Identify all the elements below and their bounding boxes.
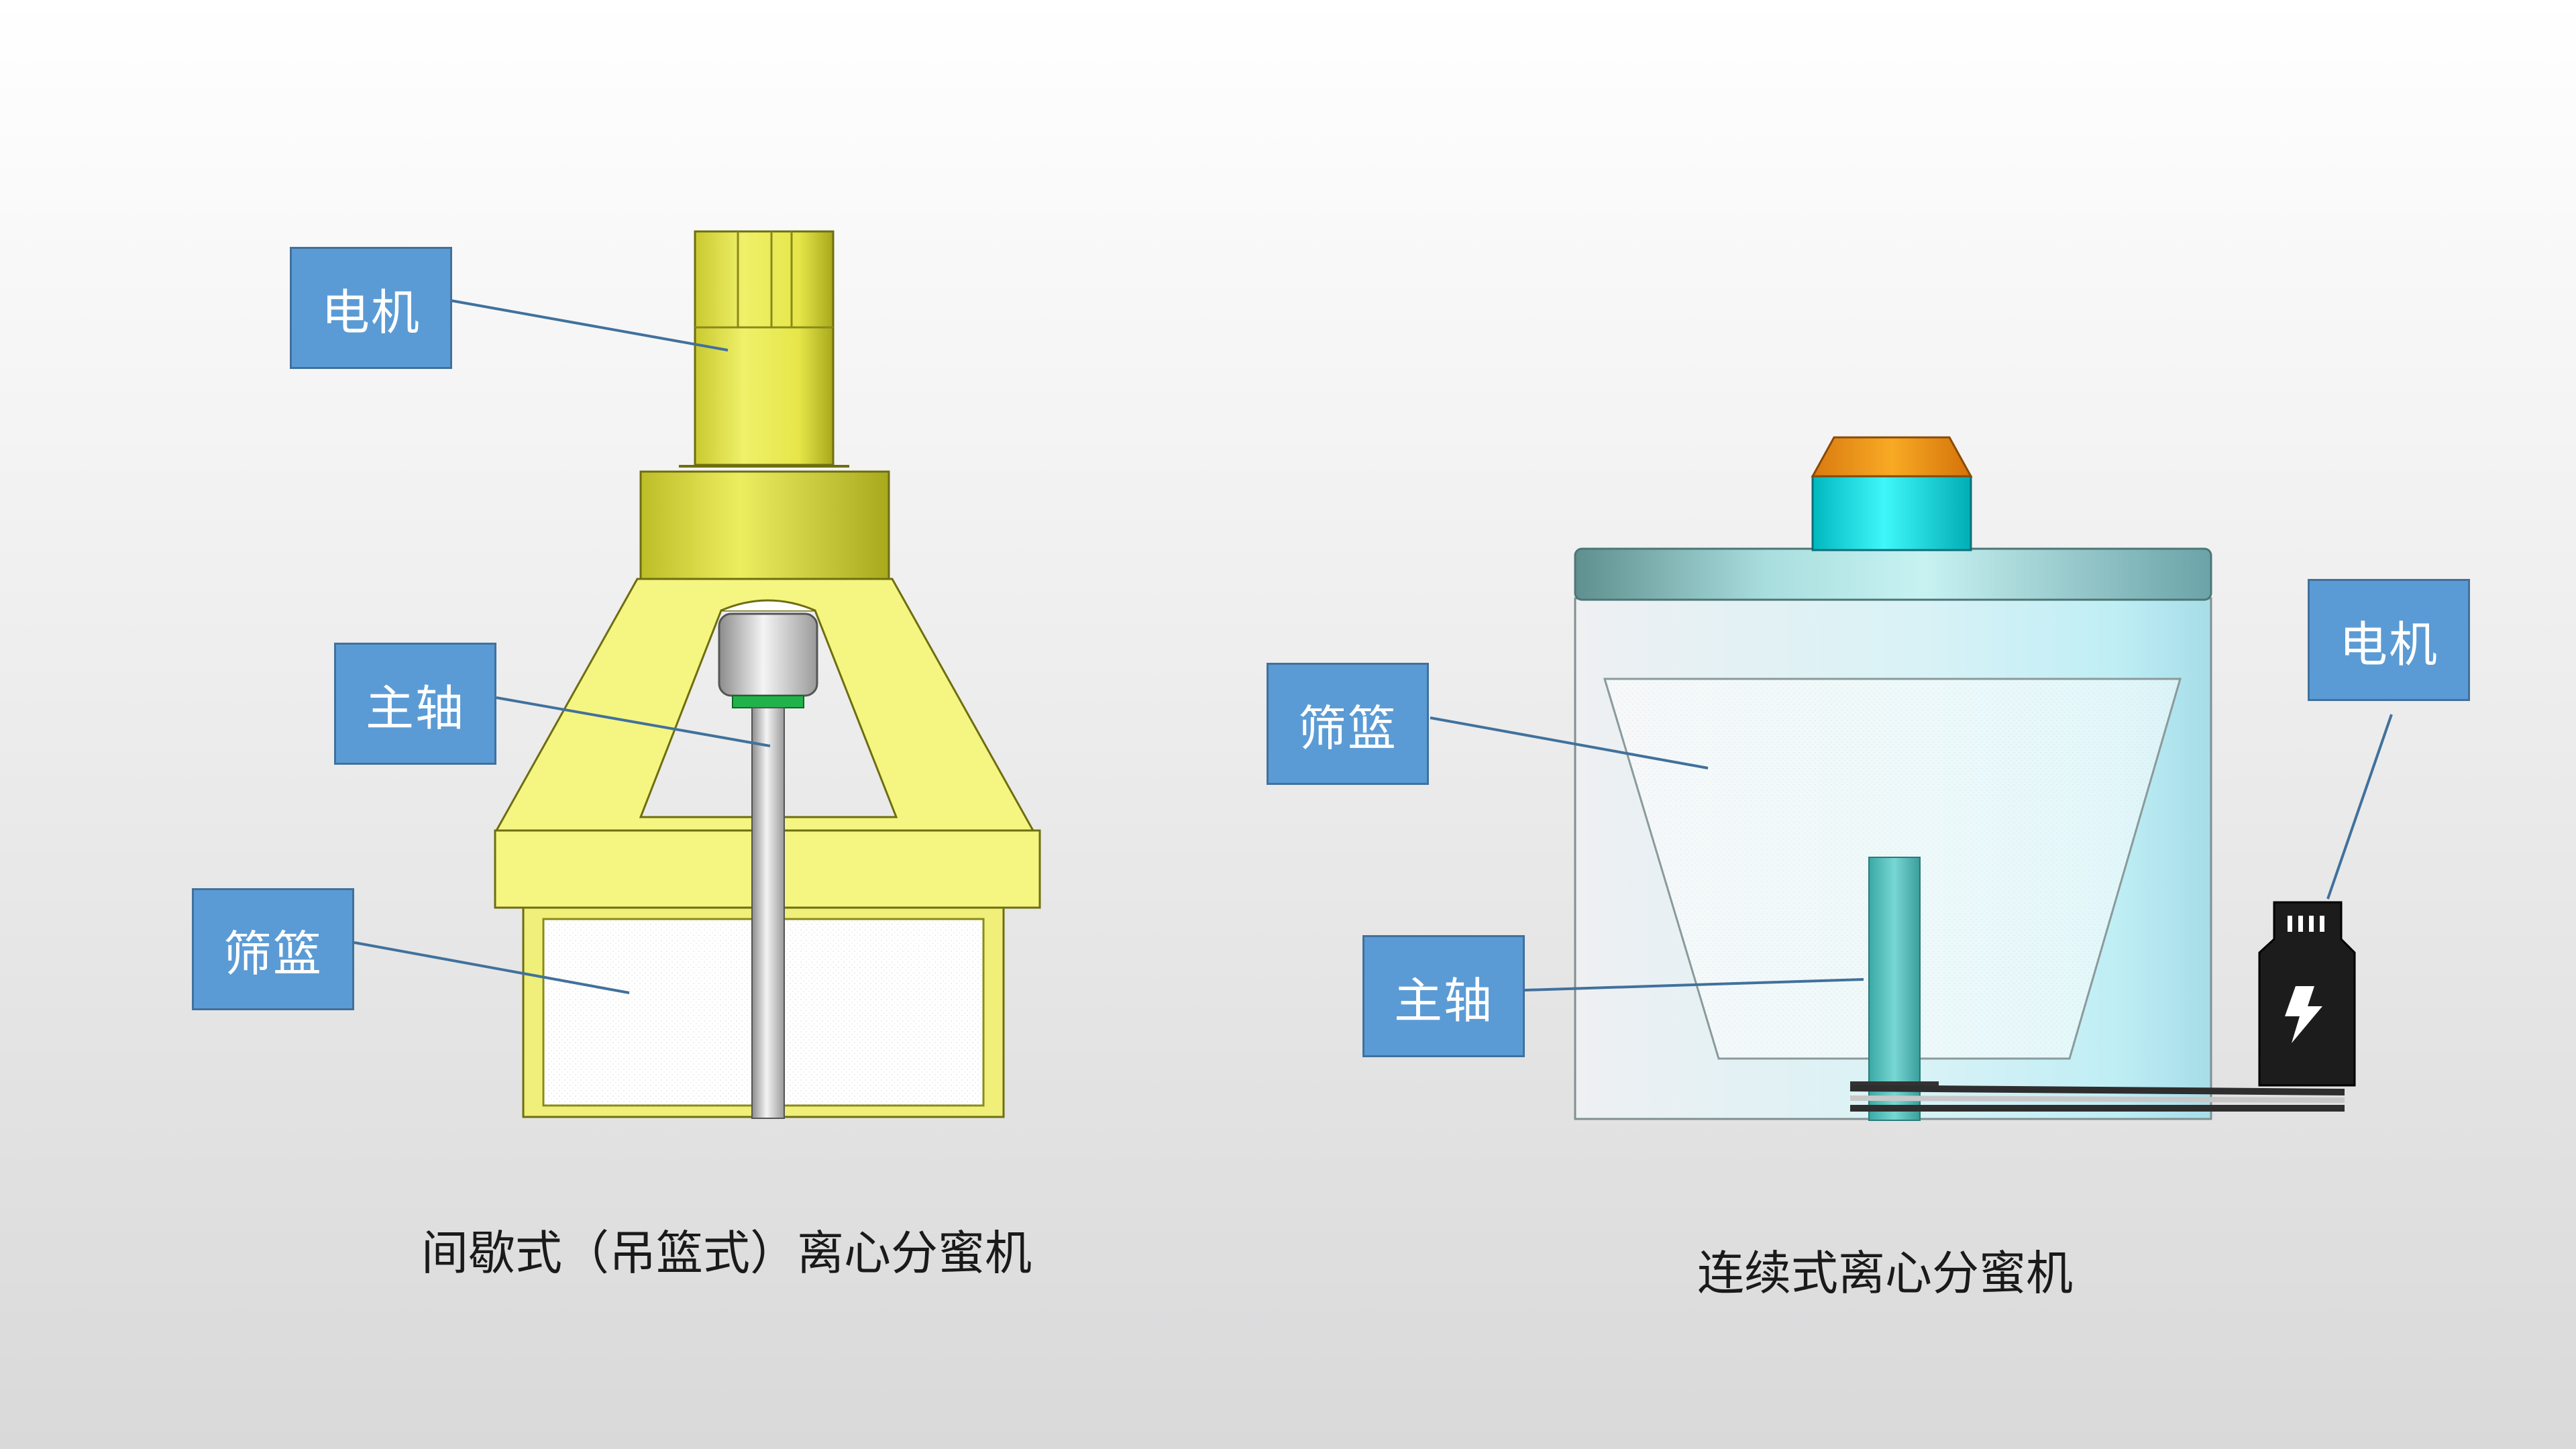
caption-batch-machine: 间歇式（吊篮式）离心分蜜机 — [421, 1226, 1032, 1281]
callout-continuous-basket: 筛篮 — [1267, 663, 1429, 785]
leader-lines — [354, 299, 2393, 994]
continuous-feed-cone — [1811, 436, 1973, 478]
continuous-motor — [2258, 901, 2356, 1087]
callout-batch-shaft: 主轴 — [334, 643, 496, 765]
continuous-feed-cylinder — [1811, 475, 1972, 551]
callout-continuous-shaft-text: 主轴 — [1393, 972, 1493, 1029]
callout-batch-shaft-text: 主轴 — [365, 680, 465, 737]
caption-continuous-machine: 连续式离心分蜜机 — [1697, 1246, 2073, 1301]
batch-seal — [732, 695, 804, 708]
callout-continuous-shaft: 主轴 — [1362, 935, 1525, 1057]
callout-batch-basket-text: 筛篮 — [223, 925, 323, 982]
callout-batch-motor-text: 电机 — [321, 284, 421, 341]
leader-continuous-shaft — [1524, 978, 1864, 991]
continuous-belt-upper — [1849, 1085, 2345, 1095]
batch-flange — [639, 470, 890, 580]
leader-continuous-motor — [2326, 714, 2393, 900]
lightning-icon — [2285, 986, 2322, 1043]
batch-shaft — [751, 707, 785, 1119]
batch-centrifuge — [494, 230, 1041, 1119]
leader-batch-shaft — [496, 696, 771, 747]
continuous-lid — [1574, 547, 2212, 601]
leader-continuous-basket — [1430, 716, 1709, 769]
leader-batch-motor — [450, 299, 729, 352]
callout-batch-basket: 筛篮 — [192, 888, 354, 1010]
batch-hub — [718, 612, 818, 697]
continuous-shaft — [1868, 857, 1921, 1121]
callout-continuous-motor-text: 电机 — [2339, 616, 2438, 673]
continuous-centrifuge — [1574, 436, 2356, 1121]
callout-continuous-basket-text: 筛篮 — [1297, 700, 1397, 757]
leader-batch-basket — [354, 941, 630, 994]
callout-batch-motor: 电机 — [290, 247, 452, 369]
callout-continuous-motor: 电机 — [2308, 579, 2470, 701]
